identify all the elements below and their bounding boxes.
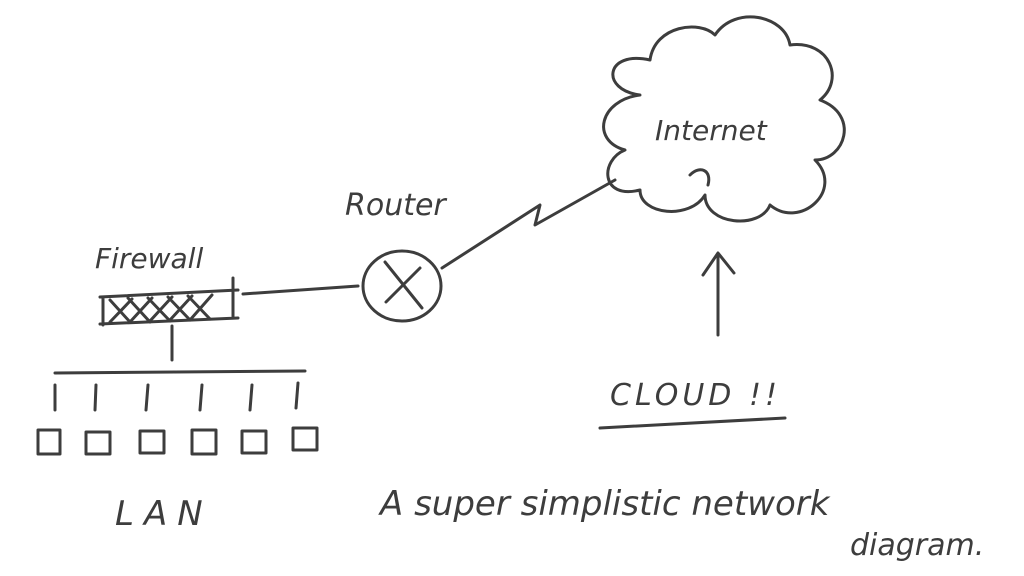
lan-host bbox=[291, 426, 319, 452]
lan-label: LAN bbox=[115, 494, 213, 534]
lan-host bbox=[138, 429, 166, 455]
caption-line1: A super simplistic network bbox=[378, 484, 831, 524]
up-arrow-icon bbox=[701, 251, 736, 337]
cloud-inner-curl bbox=[688, 168, 711, 187]
internet-cloud bbox=[602, 15, 846, 223]
router-icon bbox=[361, 249, 443, 323]
firewall-icon bbox=[98, 276, 240, 327]
internet-label: Internet bbox=[655, 114, 768, 147]
lan-host bbox=[84, 430, 112, 456]
firewall-router-link bbox=[241, 284, 360, 296]
wan-link bbox=[440, 178, 617, 270]
lan-bus bbox=[53, 369, 307, 375]
firewall-label: Firewall bbox=[95, 242, 203, 275]
lan-hosts bbox=[36, 381, 319, 456]
lan-host bbox=[190, 428, 218, 456]
cloud-underline bbox=[598, 416, 787, 430]
caption-line2: diagram. bbox=[850, 528, 984, 563]
router-label: Router bbox=[345, 188, 447, 223]
router-x-mark bbox=[383, 260, 424, 310]
lan-host bbox=[240, 429, 268, 455]
lan-host bbox=[36, 428, 62, 456]
cloud-label: CLOUD !! bbox=[610, 378, 781, 413]
